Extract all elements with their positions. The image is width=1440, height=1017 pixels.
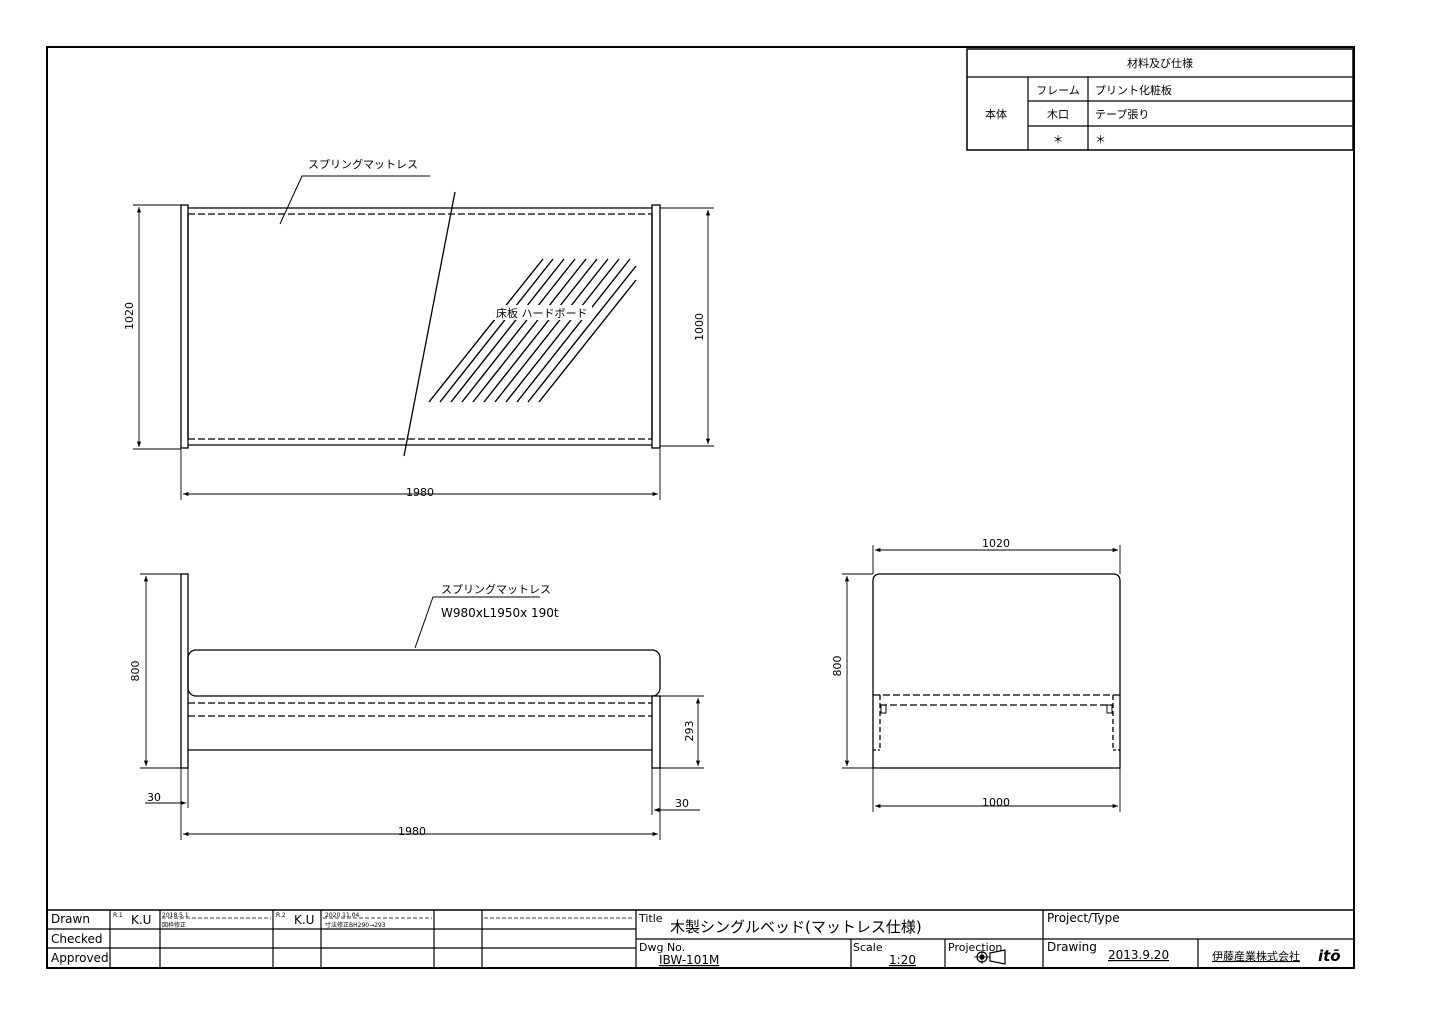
spec-group-label: 本体 — [985, 107, 1007, 121]
side-dimensions — [140, 573, 704, 840]
company-logo: itō — [1318, 947, 1341, 965]
dim-side-height: 800 — [129, 661, 142, 682]
rev1-note: 図枠修正 — [162, 921, 186, 929]
spec-row-material: プリント化粧板 — [1095, 83, 1172, 97]
dwg-no-value: IBW-101M — [659, 953, 719, 967]
floor-hatch — [428, 258, 637, 403]
dim-side-right-thickness: 30 — [675, 797, 689, 810]
side-mattress-spec: W980xL1950x 190t — [441, 606, 559, 620]
plan-mattress-label: スプリングマットレス — [308, 157, 418, 171]
drawing-date: 2013.9.20 — [1108, 948, 1169, 962]
drawing-frame — [46, 46, 1355, 969]
dim-side-frame-height: 293 — [683, 721, 696, 742]
drawing-label: Drawing — [1047, 940, 1097, 954]
dim-plan-width-outer: 1020 — [123, 302, 136, 330]
dwg-no-label: Dwg No. — [639, 941, 685, 954]
plan-view — [180, 175, 661, 457]
drawn-label: Drawn — [51, 912, 90, 926]
rev2-note: 寸法修正BH290→293 — [325, 921, 386, 929]
rev2-mark: R.2 — [276, 912, 286, 919]
projection-symbol-icon — [974, 949, 1006, 965]
spec-row-part: フレーム — [1036, 84, 1080, 97]
rev1-mark: R.1 — [113, 912, 123, 919]
dim-plan-length: 1980 — [406, 486, 434, 499]
projection-label: Projection — [948, 941, 1002, 954]
spec-row-part: 木口 — [1047, 108, 1069, 121]
project-type-label: Project/Type — [1047, 911, 1120, 925]
spec-row-material: テープ張り — [1095, 108, 1149, 121]
rev1-initials: K.U — [131, 913, 151, 927]
dim-plan-width-inner: 1000 — [693, 313, 706, 341]
checked-label: Checked — [51, 932, 103, 946]
spec-table-header: 材料及び仕様 — [1127, 56, 1193, 70]
end-dimensions — [842, 545, 1121, 812]
scale-label: Scale — [853, 941, 883, 954]
end-view — [872, 573, 1121, 769]
dim-end-bottom: 1000 — [982, 796, 1010, 809]
company-name: 伊藤産業株式会社 — [1212, 949, 1300, 963]
spec-row-part: ＊ — [1053, 133, 1064, 146]
spec-table — [966, 48, 1354, 151]
rev2-date: 2020.11.04 — [325, 912, 360, 919]
drawing-title: 木製シングルベッド(マットレス仕様) — [670, 918, 922, 936]
floor-label: 床板 ハードボード — [496, 306, 588, 320]
side-mattress-label: スプリングマットレス — [441, 582, 551, 596]
rev2-initials: K.U — [294, 913, 314, 927]
dim-end-top: 1020 — [982, 537, 1010, 550]
title-block-grid — [47, 909, 1354, 968]
title-label: Title — [638, 912, 663, 925]
rev1-date: 2018.5.1 — [162, 912, 189, 919]
spec-row-material: ＊ — [1095, 133, 1106, 146]
dim-end-height: 800 — [831, 656, 844, 677]
scale-value: 1:20 — [889, 953, 916, 967]
plan-dimensions — [133, 204, 714, 500]
dim-side-left-thickness: 30 — [147, 791, 161, 804]
approved-label: Approved — [51, 951, 109, 965]
dim-side-length: 1980 — [398, 825, 426, 838]
side-view — [180, 573, 661, 769]
